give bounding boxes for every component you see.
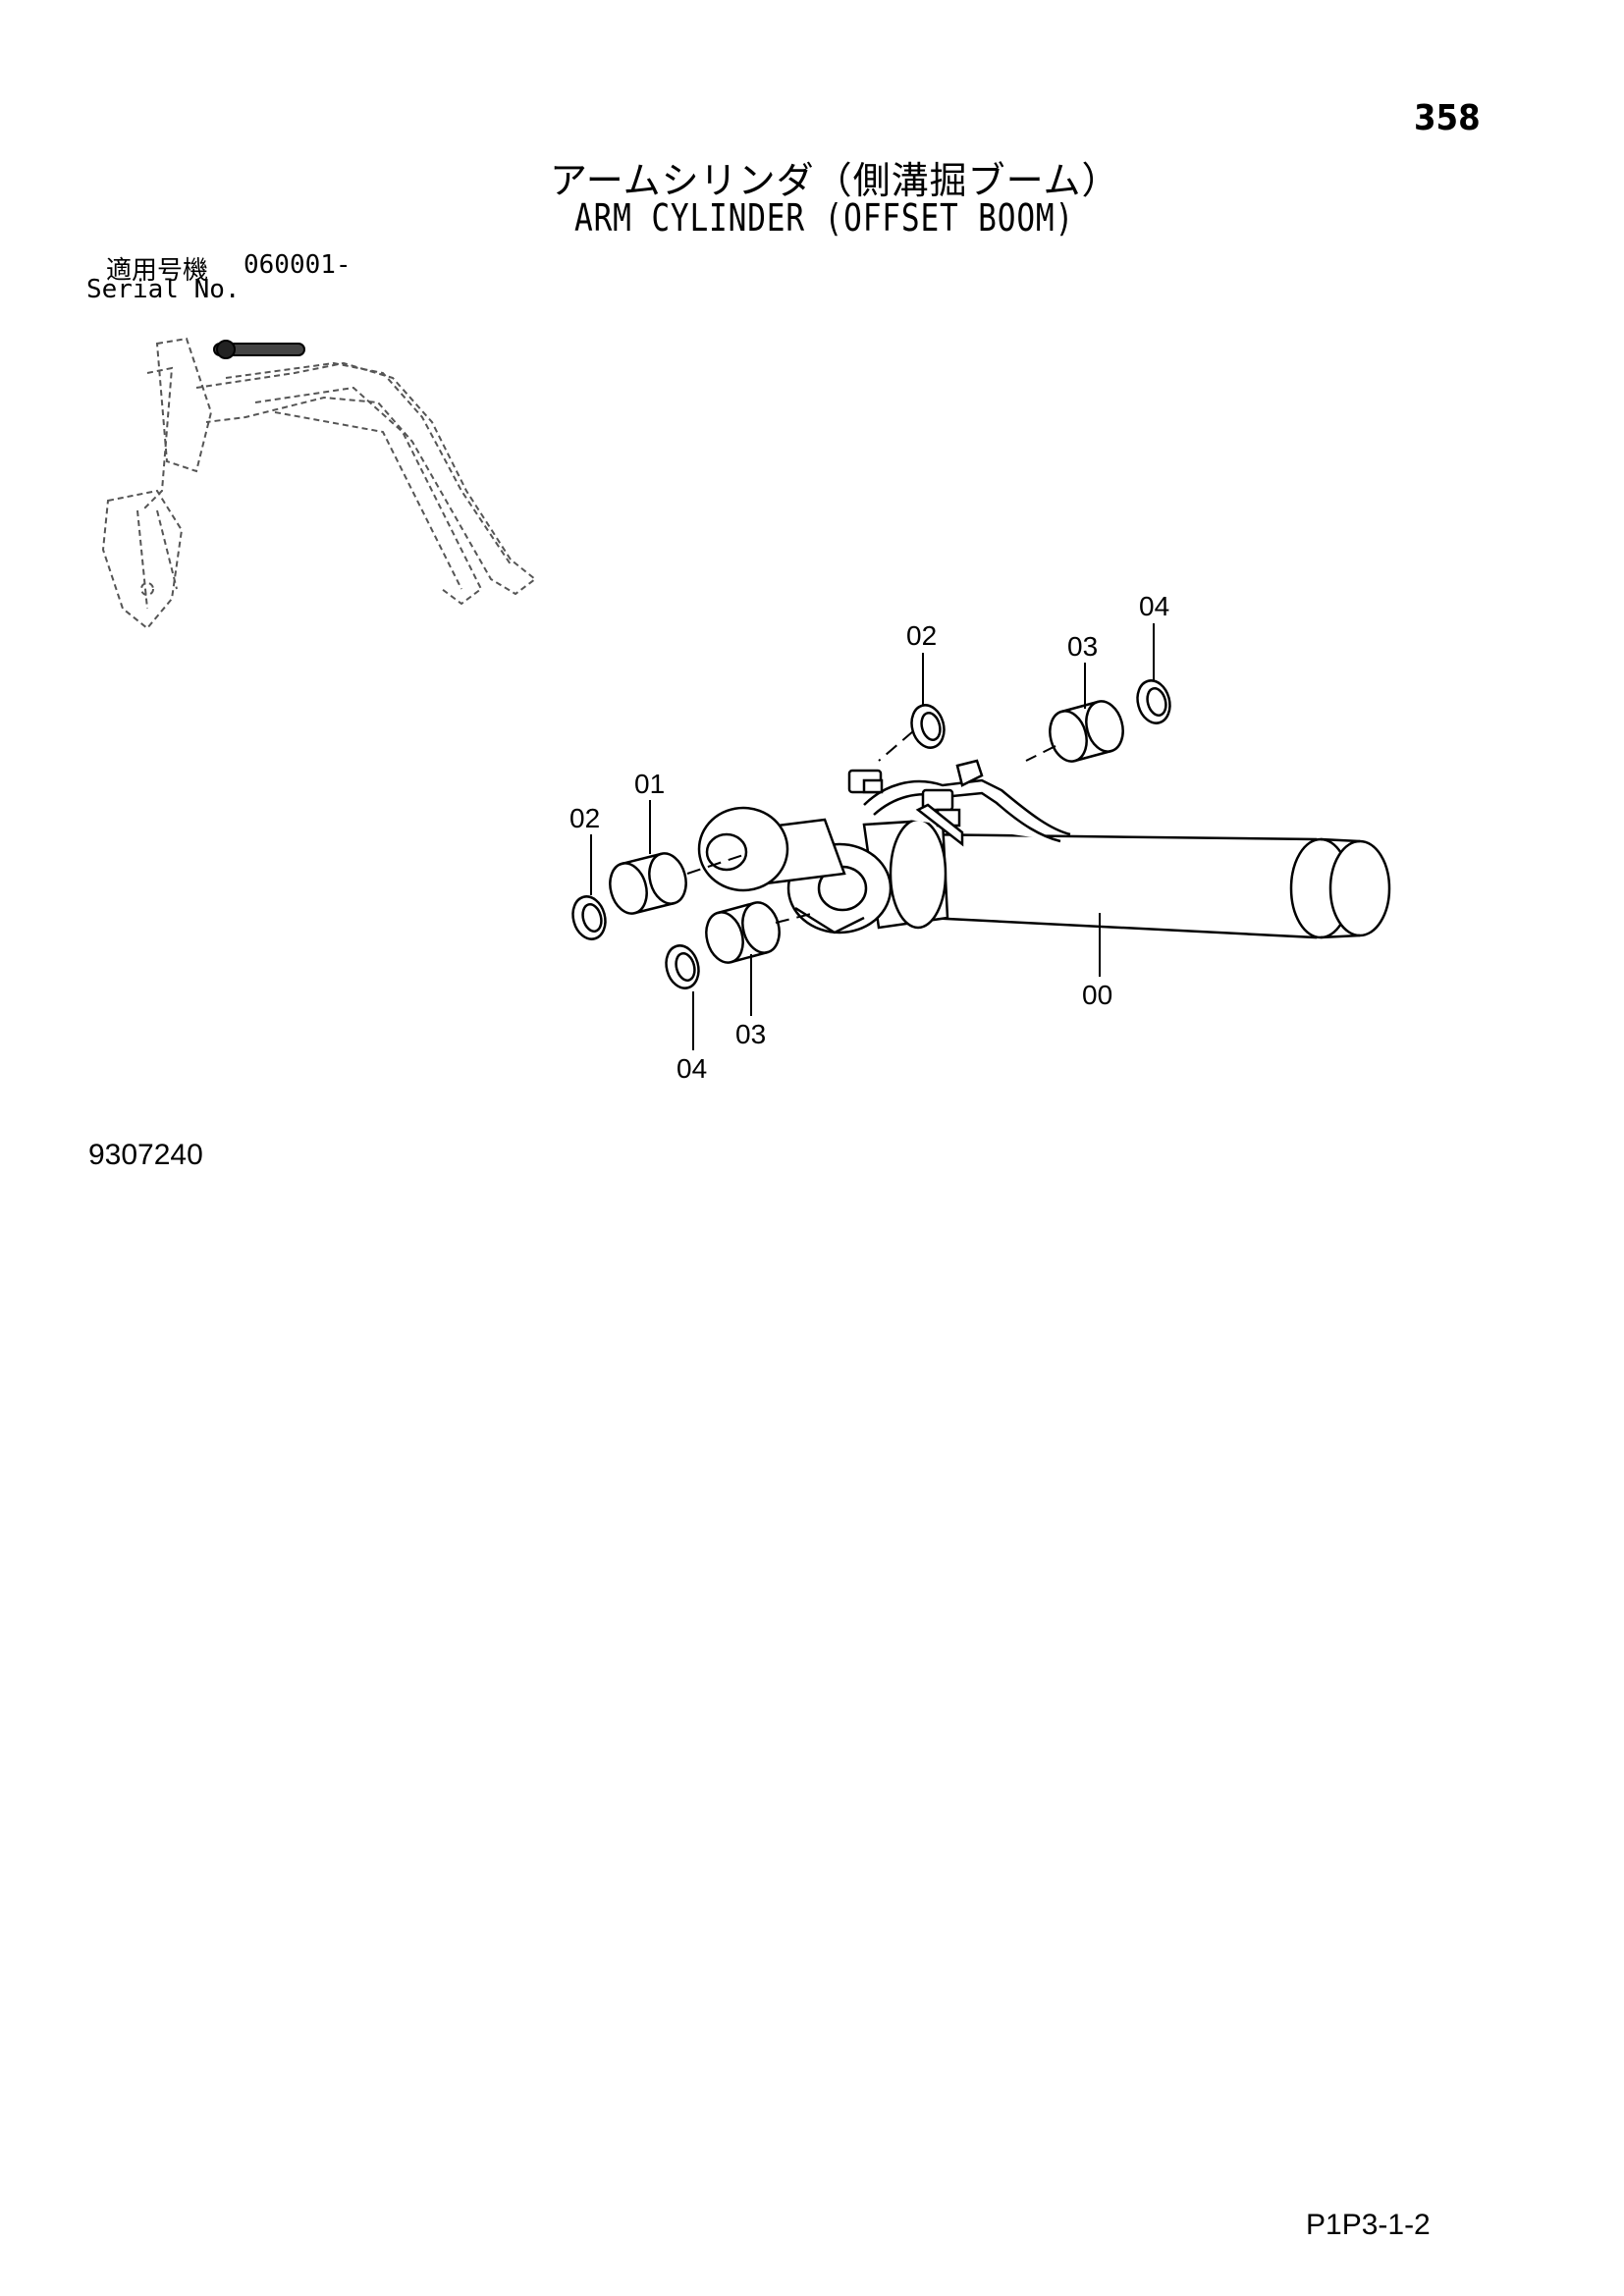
drawing-number: 9307240 [88,1139,203,1171]
title-english: ARM CYLINDER (OFFSET BOOM) [574,196,1075,240]
page-code: P1P3-1-2 [1306,2209,1431,2241]
callout-02-upper: 02 [906,620,938,651]
serial-value: 060001- [244,250,352,280]
callout-00: 00 [1082,980,1113,1010]
page-number: 358 [1414,98,1481,138]
title-japanese: アームシリンダ（側溝掘ブーム） [550,159,1120,202]
serial-label-en: Serial No. [86,275,241,304]
callout-03-upper: 03 [1067,631,1099,662]
serial-label-jp: 適用号機 [106,256,209,286]
callout-04-upper: 04 [1139,591,1170,621]
callout-02-left: 02 [569,803,601,833]
callout-04-lower: 04 [677,1053,708,1084]
callout-01: 01 [634,769,666,799]
callout-03-lower: 03 [735,1019,767,1049]
